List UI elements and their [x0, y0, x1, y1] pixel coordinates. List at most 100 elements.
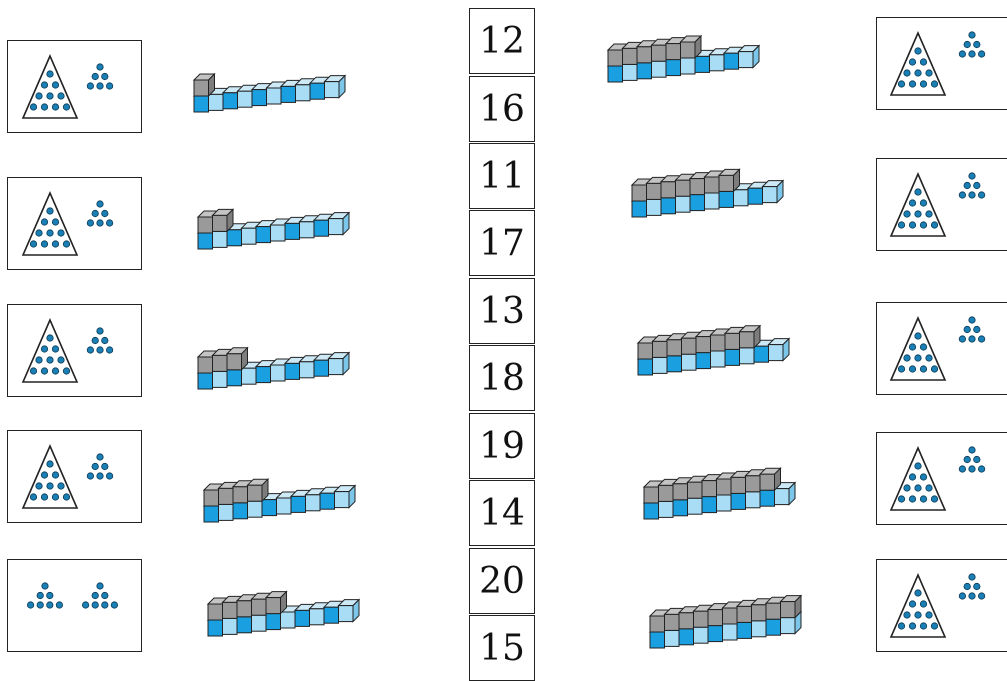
- right-tower-3-cube: [740, 348, 755, 364]
- card-2-dot: [36, 230, 42, 236]
- left-tower-3-cube: [300, 362, 315, 378]
- left-tower-2-cube: [242, 228, 257, 244]
- card-3-dot: [52, 368, 58, 374]
- right-tower-1-cube: [681, 58, 696, 74]
- card-5-left-dot: [37, 602, 43, 608]
- card-5-left-dot: [42, 583, 48, 589]
- card-3-dot: [47, 335, 53, 341]
- card-8-dot: [909, 366, 915, 372]
- card-8-dot: [920, 366, 926, 372]
- card-6-dot: [926, 70, 932, 76]
- card-4-extra-dot: [97, 454, 103, 460]
- card-4-extra-dot: [92, 463, 98, 469]
- card-3-dot: [30, 368, 36, 374]
- card-8-dot: [931, 366, 937, 372]
- card-7-extra-dot: [964, 182, 970, 188]
- card-7-dot: [909, 222, 915, 228]
- card-2-dot: [47, 230, 53, 236]
- right-tower-5-cube: [737, 622, 752, 638]
- left-tower-5-cube: [237, 617, 252, 633]
- left-tower-2-cube: [329, 219, 344, 235]
- card-2-dot: [41, 219, 47, 225]
- right-tower-4-cube: [746, 492, 761, 508]
- card-1-extra-dot: [106, 83, 112, 89]
- card-5-right-dot: [92, 592, 98, 598]
- left-tower-1-cube: [238, 91, 253, 107]
- right-tower-3-cube: [667, 356, 682, 372]
- card-4-extra-dot: [106, 473, 112, 479]
- card-2-dot: [41, 241, 47, 247]
- card-3-dot: [36, 357, 42, 363]
- right-tower-5-gray-cube: [694, 611, 709, 627]
- left-tower-3-gray-cube: [213, 355, 228, 371]
- card-3-extra-dot: [102, 337, 108, 343]
- card-2-extra-dot: [97, 220, 103, 226]
- card-3-dot: [47, 357, 53, 363]
- card-3-dot: [41, 346, 47, 352]
- card-4-dot: [36, 483, 42, 489]
- card-5-right-dot: [111, 602, 117, 608]
- right-tower-5-cube: [665, 630, 680, 646]
- right-tower-4-cube: [673, 500, 688, 516]
- left-tower-3-gray-cube: [198, 357, 213, 373]
- left-tower-4-cube: [262, 500, 277, 516]
- right-tower-1-gray-cube: [681, 42, 696, 58]
- card-7-dot: [898, 222, 904, 228]
- card-6-extra-dot: [964, 41, 970, 47]
- left-tower-2-cube: [198, 233, 213, 249]
- right-tower-3-cube: [725, 349, 740, 365]
- card-1-dot: [41, 104, 47, 110]
- right-tower-4-cube: [644, 503, 659, 519]
- left-tower-1-cube: [281, 86, 296, 102]
- right-tower-2-cube: [734, 190, 749, 206]
- card-9-dot: [909, 496, 915, 502]
- card-7-extra-dot: [959, 192, 965, 198]
- card-7-dot: [920, 222, 926, 228]
- card-2-dot: [58, 230, 64, 236]
- right-tower-1-cube: [652, 61, 667, 77]
- left-tower-2-cube: [227, 230, 242, 246]
- card-4-extra-dot: [102, 463, 108, 469]
- card-1-extra-dot: [92, 73, 98, 79]
- card-6-dot: [909, 59, 915, 65]
- right-tower-5-gray-cube: [723, 608, 738, 624]
- card-6-dot: [931, 81, 937, 87]
- card-10-extra-dot: [969, 574, 975, 580]
- left-tower-3-cube: [198, 373, 213, 389]
- card-2-extra-dot: [87, 220, 93, 226]
- left-tower-5-cube: [252, 615, 267, 631]
- right-tower-5-gray-cube: [766, 603, 781, 619]
- left-tower-2-gray-cube: [213, 215, 228, 231]
- card-7-extra-dot: [974, 182, 980, 188]
- right-tower-5-cube: [679, 629, 694, 645]
- left-tower-5-gray-cube: [223, 602, 238, 618]
- left-tower-4-cube: [335, 492, 350, 508]
- left-tower-1-cube: [296, 85, 311, 101]
- card-1-dot: [47, 93, 53, 99]
- right-tower-1-cube: [695, 56, 710, 72]
- card-6-dot: [909, 81, 915, 87]
- card-5-right-dot: [82, 602, 88, 608]
- card-7-dot: [915, 211, 921, 217]
- card-9-dot: [898, 496, 904, 502]
- card-4-dot: [47, 483, 53, 489]
- right-tower-5-cube: [781, 618, 796, 634]
- card-2-dot: [30, 241, 36, 247]
- card-2-dot: [47, 208, 53, 214]
- left-tower-5-gray-cube: [252, 599, 267, 615]
- card-6-extra-dot: [974, 41, 980, 47]
- card-7-dot: [904, 211, 910, 217]
- right-tower-3-gray-cube: [682, 338, 697, 354]
- card-9-extra-dot: [964, 456, 970, 462]
- card-4-dot: [41, 494, 47, 500]
- card-7-extra-dot: [978, 192, 984, 198]
- left-tower-1-cube: [252, 90, 267, 106]
- card-10-dot: [909, 601, 915, 607]
- right-tower-5-cube: [650, 632, 665, 648]
- card-1-dot: [58, 93, 64, 99]
- card-7-extra-dot: [969, 173, 975, 179]
- left-tower-5-cube: [295, 610, 310, 626]
- right-tower-1-cube: [666, 60, 681, 76]
- left-tower-4-gray-cube: [219, 488, 234, 504]
